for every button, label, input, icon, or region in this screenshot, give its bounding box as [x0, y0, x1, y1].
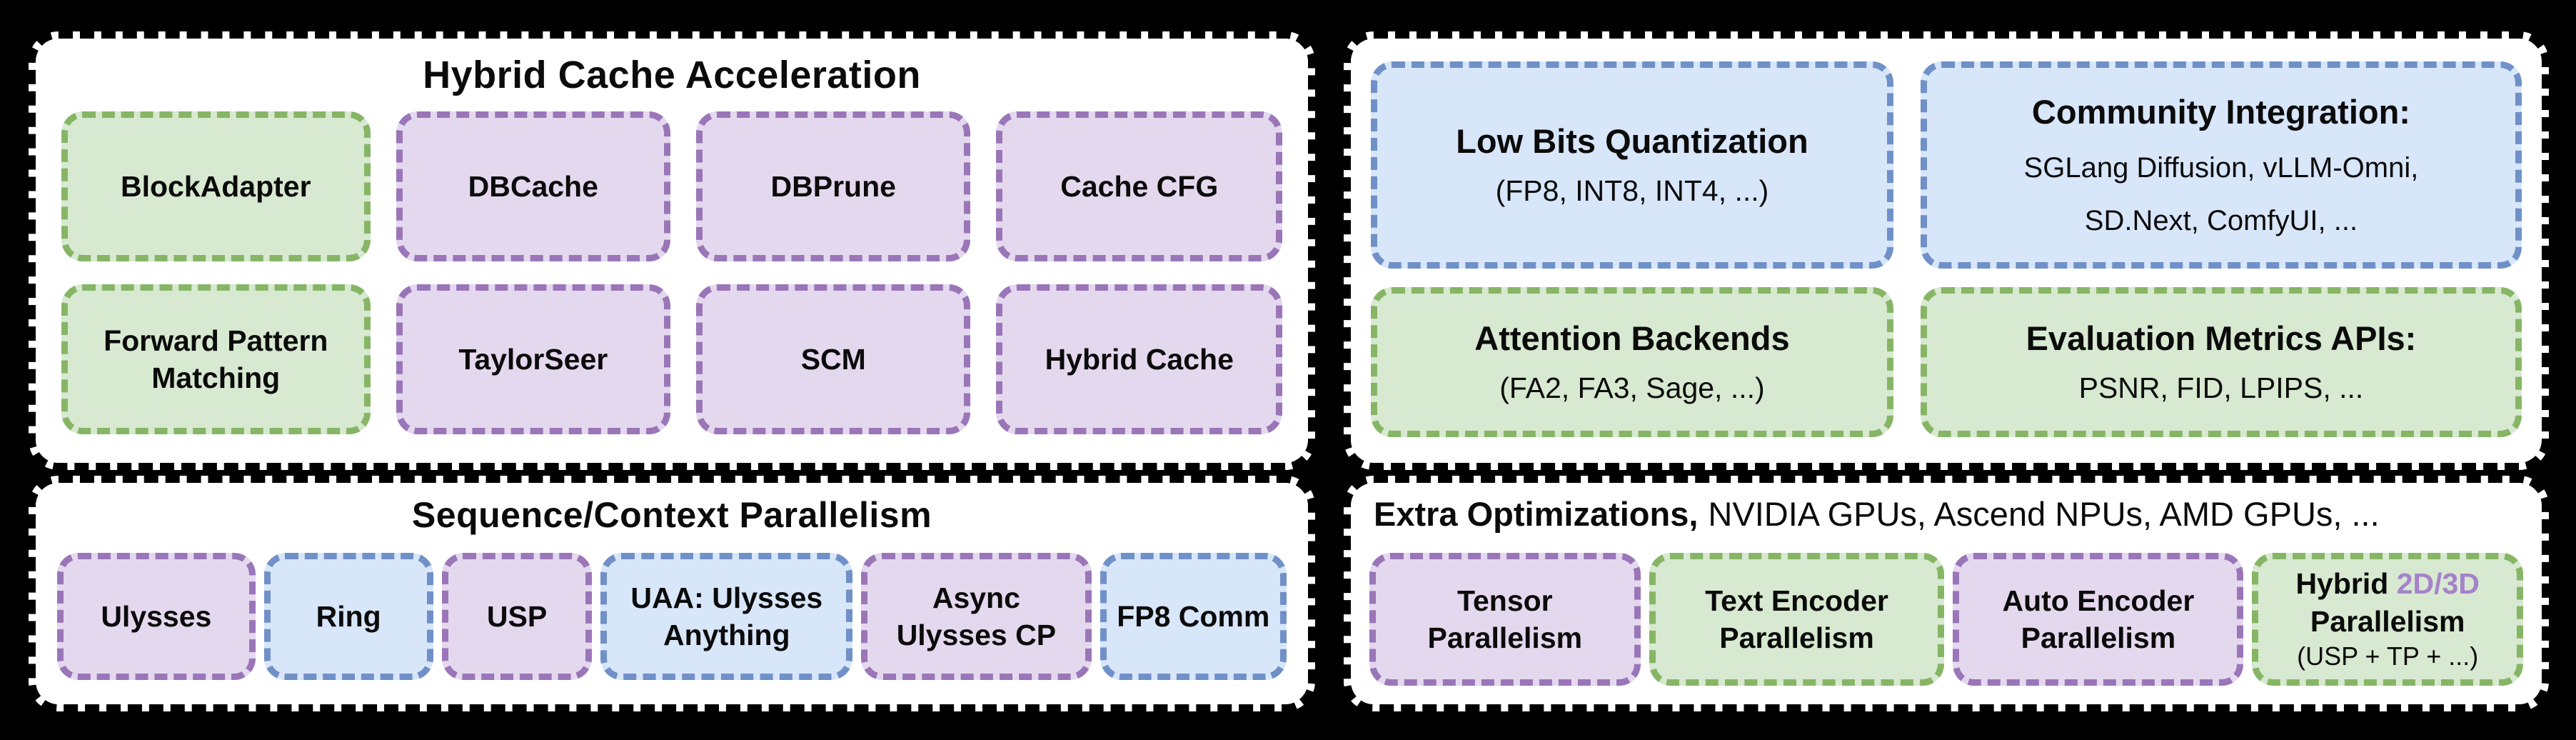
box-title: Community Integration:: [2031, 92, 2410, 131]
panel-title-hybrid-cache: Hybrid Cache Acceleration: [423, 54, 921, 96]
hybrid-cache-grid: BlockAdapter DBCache DBPrune Cache CFG F…: [61, 111, 1282, 434]
box-subtitle: (FP8, INT8, INT4, ...): [1495, 174, 1769, 207]
box-label: Hybrid Cache: [1045, 342, 1234, 376]
box-community-integration: Community Integration: SGLang Diffusion,…: [1920, 61, 2522, 269]
box-cache-cfg: Cache CFG: [996, 111, 1282, 261]
box-attention-backends: Attention Backends (FA2, FA3, Sage, ...): [1371, 286, 1893, 437]
panel-ecosystem-features: Low Bits Quantization (FP8, INT8, INT4, …: [1344, 31, 2549, 470]
box-label: TaylorSeer: [458, 342, 608, 376]
box-label: DBPrune: [770, 169, 896, 203]
box-title: Attention Backends: [1474, 319, 1790, 358]
box-label: Hybrid 2D/3D Parallelism (USP + TP + ...…: [2295, 565, 2479, 673]
box-dbcache: DBCache: [396, 111, 671, 261]
box-label: BlockAdapter: [120, 169, 311, 203]
box-label: Ring: [316, 599, 381, 633]
box-taylorseer: TaylorSeer: [396, 284, 671, 434]
panel-hybrid-cache-acceleration: Hybrid Cache Acceleration BlockAdapter D…: [29, 31, 1315, 470]
box-blockadapter: BlockAdapter: [61, 111, 371, 261]
box-title: Low Bits Quantization: [1456, 122, 1808, 161]
box-dbprune: DBPrune: [696, 111, 971, 261]
box-label: Ulysses: [101, 599, 212, 633]
box-label: SCM: [800, 342, 866, 376]
ecosystem-grid: Low Bits Quantization (FP8, INT8, INT4, …: [1371, 61, 2522, 437]
box-usp: USP: [441, 553, 593, 680]
box-fp8-comm: FP8 Comm: [1100, 553, 1287, 680]
box-ulysses: Ulysses: [57, 553, 256, 680]
box-label: Cache CFG: [1060, 169, 1219, 203]
box-label: DBCache: [468, 169, 598, 203]
box-low-bits-quantization: Low Bits Quantization (FP8, INT8, INT4, …: [1371, 61, 1893, 269]
box-subtitle-line2: SD.Next, ComfyUI, ...: [2084, 205, 2358, 237]
box-hybrid-cache: Hybrid Cache: [996, 284, 1282, 434]
box-subtitle: PSNR, FID, LPIPS, ...: [2078, 371, 2364, 404]
panel-title-extra-optimizations: Extra Optimizations,NVIDIA GPUs, Ascend …: [1374, 494, 2380, 534]
extra-title-bold: Extra Optimizations,: [1374, 495, 1699, 533]
accent-2d3d: 2D/3D: [2396, 567, 2480, 601]
hybrid-line1: Hybrid 2D/3D: [2295, 567, 2480, 601]
box-label: FP8 Comm: [1117, 599, 1270, 633]
hybrid-line3: (USP + TP + ...): [2297, 641, 2479, 671]
box-evaluation-metrics-apis: Evaluation Metrics APIs: PSNR, FID, LPIP…: [1920, 286, 2522, 437]
box-label: USP: [486, 599, 548, 633]
panel-sequence-context-parallelism: Sequence/Context Parallelism Ulysses Rin…: [29, 476, 1315, 711]
box-hybrid-2d3d-parallelism: Hybrid 2D/3D Parallelism (USP + TP + ...…: [2252, 553, 2523, 686]
panel-extra-optimizations: Extra Optimizations,NVIDIA GPUs, Ascend …: [1344, 476, 2549, 711]
panel-title-sequence-parallelism: Sequence/Context Parallelism: [411, 495, 932, 535]
box-ring: Ring: [263, 553, 433, 680]
box-subtitle-line1: SGLang Diffusion, vLLM-Omni,: [2023, 152, 2419, 184]
box-title: Evaluation Metrics APIs:: [2026, 319, 2417, 358]
box-scm: SCM: [696, 284, 971, 434]
extra-title-rest: NVIDIA GPUs, Ascend NPUs, AMD GPUs, ...: [1708, 495, 2380, 533]
box-subtitle: (FA2, FA3, Sage, ...): [1499, 371, 1765, 404]
